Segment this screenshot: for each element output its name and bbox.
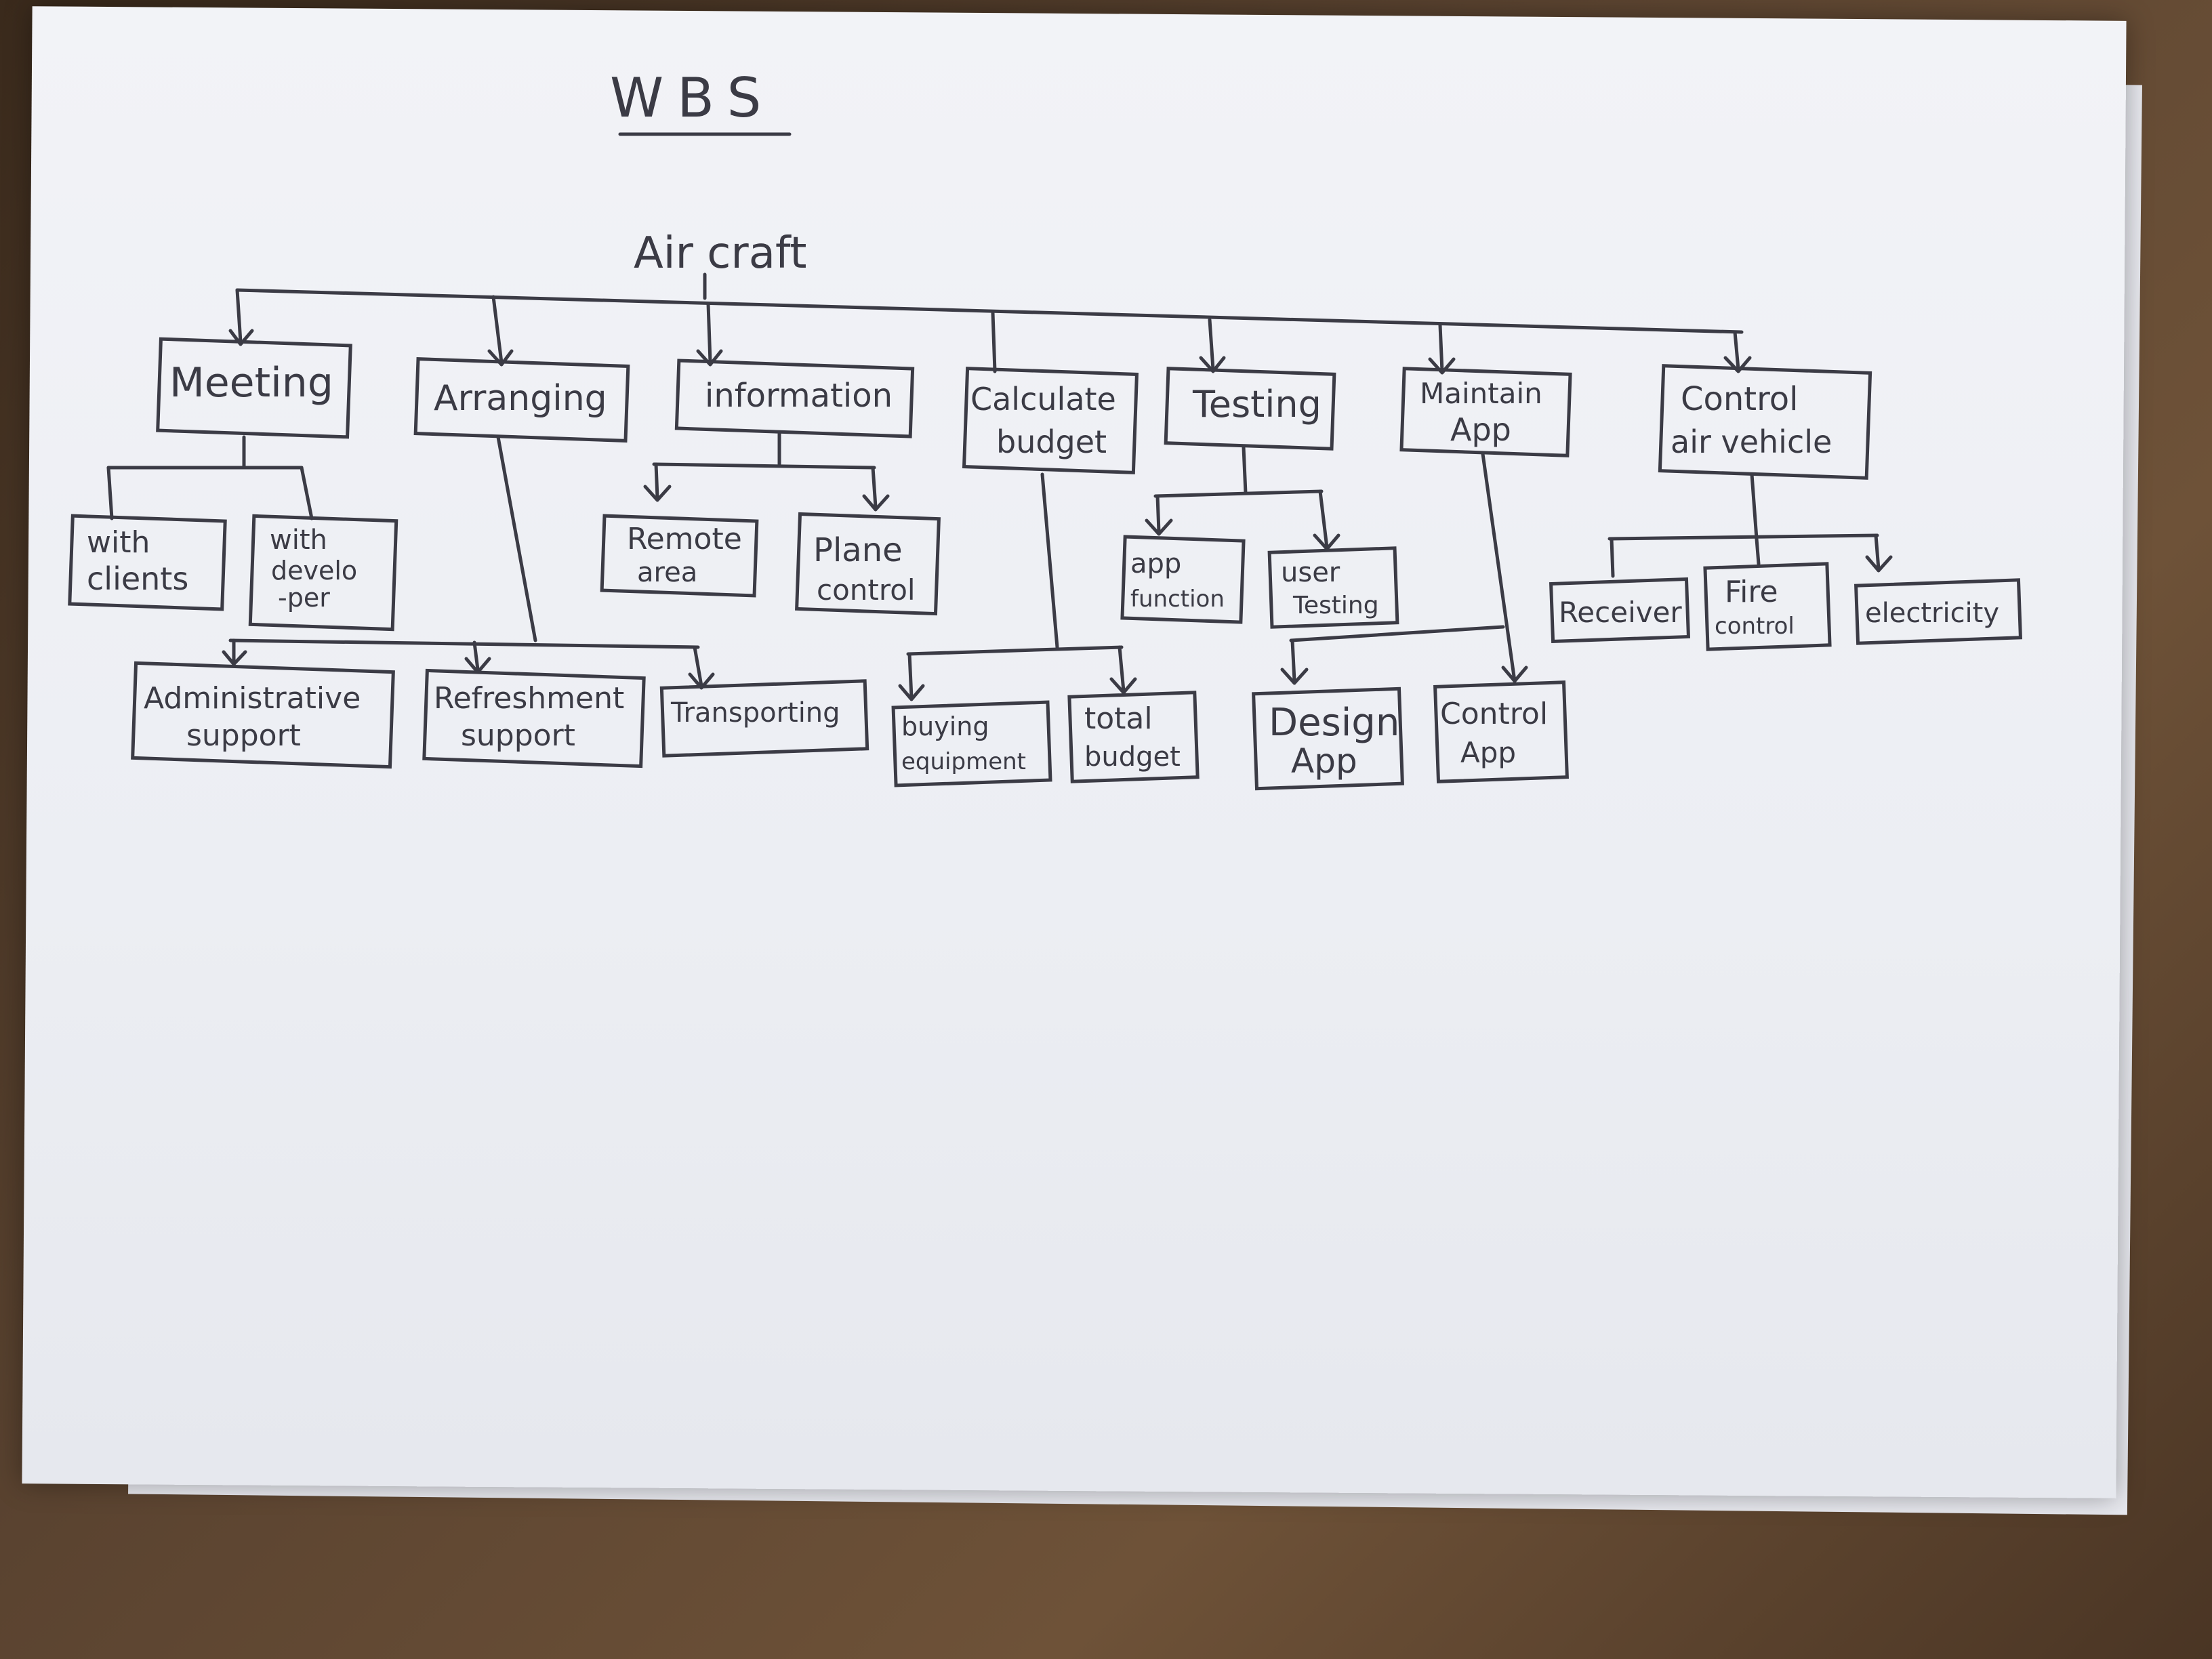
node-meeting: Meeting bbox=[156, 337, 352, 439]
node-buying-equipment: buying equipment bbox=[891, 700, 1052, 787]
node-electricity-label: electricity bbox=[1865, 598, 1999, 629]
node-refreshment-support-line1: Refreshment bbox=[434, 681, 624, 716]
node-with-developer-line2: develo bbox=[271, 556, 357, 586]
node-testing-label: Testing bbox=[1192, 383, 1322, 426]
node-calculate-budget-line2: budget bbox=[996, 424, 1107, 460]
node-information: information bbox=[674, 359, 915, 438]
diagram-title: WBS bbox=[610, 66, 775, 129]
node-user-testing-line1: user bbox=[1281, 557, 1340, 588]
node-maintain-app-line2: App bbox=[1450, 411, 1511, 448]
node-maintain-app: Maintain App bbox=[1399, 367, 1572, 457]
node-design-app-line1: Design bbox=[1269, 701, 1399, 745]
node-control-air-vehicle-line1: Control bbox=[1681, 380, 1799, 418]
node-calculate-budget-line1: Calculate bbox=[970, 381, 1116, 417]
node-with-clients: with clients bbox=[68, 514, 227, 611]
node-refreshment-support-line2: support bbox=[461, 718, 575, 753]
node-buying-equipment-line1: buying bbox=[901, 712, 989, 741]
level1-arrows bbox=[228, 288, 1752, 375]
node-plane-control-line2: control bbox=[817, 573, 916, 607]
maintain-app-connectors bbox=[1280, 452, 1528, 685]
level1-bar bbox=[235, 288, 1744, 334]
node-plane-control: Plane control bbox=[795, 512, 941, 616]
node-electricity: electricity bbox=[1854, 578, 2023, 645]
node-calculate-budget: Calculate budget bbox=[962, 367, 1139, 474]
node-administrative-support-line1: Administrative bbox=[144, 681, 361, 716]
node-total-budget-line1: total bbox=[1084, 701, 1153, 736]
node-control-app: Control App bbox=[1433, 680, 1569, 783]
node-control-air-vehicle-line2: air vehicle bbox=[1671, 424, 1832, 460]
node-maintain-app-line1: Maintain bbox=[1420, 377, 1542, 410]
node-transporting: Transporting bbox=[659, 679, 869, 758]
node-meeting-label: Meeting bbox=[169, 359, 333, 407]
node-app-function: app function bbox=[1120, 535, 1246, 624]
control-air-vehicle-connectors bbox=[1607, 472, 1893, 578]
node-arranging-label: Arranging bbox=[434, 378, 607, 419]
node-buying-equipment-line2: equipment bbox=[901, 748, 1026, 775]
node-user-testing: user Testing bbox=[1267, 546, 1399, 629]
node-total-budget: total budget bbox=[1067, 691, 1200, 783]
node-transporting-label: Transporting bbox=[670, 697, 840, 729]
node-fire-control-line1: Fire bbox=[1725, 575, 1778, 609]
node-total-budget-line2: budget bbox=[1084, 741, 1181, 773]
node-receiver: Receiver bbox=[1549, 577, 1691, 644]
node-with-developer: with develo -per bbox=[248, 514, 398, 632]
meeting-connectors bbox=[106, 435, 314, 520]
node-with-clients-line1: with bbox=[87, 525, 150, 560]
root-node-label: Air craft bbox=[634, 228, 806, 279]
node-refreshment-support: Refreshment support bbox=[422, 668, 646, 769]
information-connectors bbox=[643, 432, 890, 512]
node-administrative-support: Administrative support bbox=[131, 661, 395, 769]
node-design-app: Design App bbox=[1252, 687, 1404, 791]
node-administrative-support-line2: support bbox=[186, 718, 301, 753]
node-remote-area-line1: Remote bbox=[627, 522, 742, 556]
node-app-function-line1: app bbox=[1130, 548, 1181, 579]
node-testing: Testing bbox=[1164, 367, 1336, 451]
node-information-label: information bbox=[705, 377, 893, 415]
node-control-app-line2: App bbox=[1460, 736, 1516, 769]
node-design-app-line2: App bbox=[1291, 741, 1357, 781]
node-receiver-label: Receiver bbox=[1559, 596, 1682, 629]
node-with-developer-line1: with bbox=[270, 525, 327, 556]
node-remote-area-line2: area bbox=[637, 557, 697, 588]
node-app-function-line2: function bbox=[1130, 586, 1225, 613]
node-with-clients-line2: clients bbox=[87, 560, 188, 597]
node-fire-control: Fire control bbox=[1703, 562, 1832, 651]
node-control-app-line1: Control bbox=[1440, 697, 1548, 731]
node-control-air-vehicle: Control air vehicle bbox=[1658, 364, 1872, 480]
node-with-developer-line3: -per bbox=[278, 583, 330, 613]
node-user-testing-line2: Testing bbox=[1292, 592, 1379, 619]
node-plane-control-line1: Plane bbox=[813, 531, 903, 569]
node-remote-area: Remote area bbox=[600, 514, 759, 598]
testing-connectors bbox=[1145, 445, 1340, 551]
node-fire-control-line2: control bbox=[1715, 613, 1795, 640]
node-arranging: Arranging bbox=[413, 357, 630, 443]
calculate-budget-connectors bbox=[898, 472, 1137, 701]
